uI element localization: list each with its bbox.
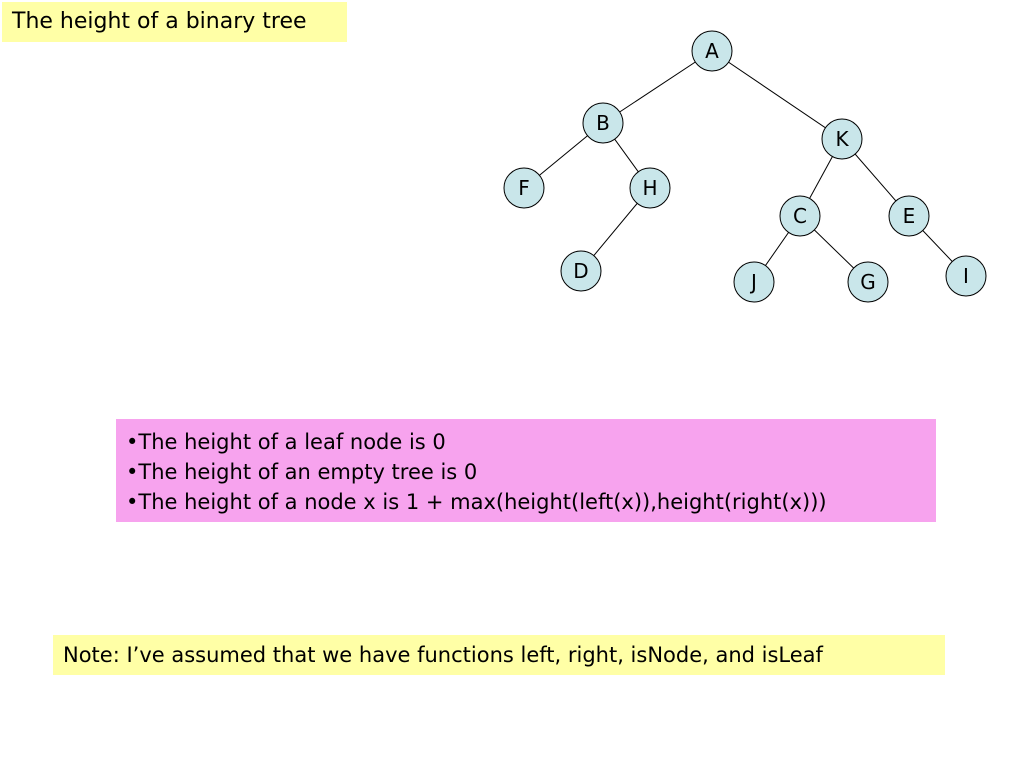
tree-node-g: G bbox=[847, 261, 889, 303]
rule-leaf-node: •The height of a leaf node is 0 bbox=[126, 430, 446, 454]
tree-node-b: B bbox=[582, 102, 624, 144]
tree-edges bbox=[523, 50, 967, 283]
node-circle bbox=[691, 30, 733, 72]
assumption-note: Note: I’ve assumed that we have function… bbox=[53, 635, 945, 675]
node-circle bbox=[629, 167, 671, 209]
node-circle bbox=[560, 250, 602, 292]
node-circle bbox=[847, 261, 889, 303]
edge-a-k bbox=[711, 50, 843, 140]
node-label: E bbox=[903, 204, 916, 228]
node-label: D bbox=[573, 259, 588, 283]
node-label: H bbox=[642, 176, 657, 200]
edge-a-b bbox=[602, 50, 713, 124]
node-label: A bbox=[705, 39, 719, 63]
tree-node-d: D bbox=[560, 250, 602, 292]
node-circle bbox=[888, 195, 930, 237]
node-circle bbox=[503, 167, 545, 209]
tree-node-k: K bbox=[821, 118, 863, 160]
tree-node-h: H bbox=[629, 167, 671, 209]
slide-title: The height of a binary tree bbox=[2, 2, 347, 42]
node-circle bbox=[945, 255, 987, 297]
rule-empty-tree: •The height of an empty tree is 0 bbox=[126, 460, 478, 484]
height-rules-box: •The height of a leaf node is 0 •The hei… bbox=[116, 419, 936, 522]
tree-node-a: A bbox=[691, 30, 733, 72]
node-circle bbox=[821, 118, 863, 160]
node-label: C bbox=[793, 204, 807, 228]
rule-node-height: •The height of a node x is 1 + max(heigh… bbox=[126, 490, 827, 514]
node-label: B bbox=[596, 111, 610, 135]
node-circle bbox=[779, 195, 821, 237]
tree-node-f: F bbox=[503, 167, 545, 209]
tree-node-c: C bbox=[779, 195, 821, 237]
tree-node-e: E bbox=[888, 195, 930, 237]
node-label: I bbox=[963, 264, 969, 288]
tree-node-j: J bbox=[733, 261, 775, 303]
tree-node-i: I bbox=[945, 255, 987, 297]
tree-nodes: A B K F H C E D J G I bbox=[503, 30, 987, 303]
node-label: J bbox=[749, 270, 757, 294]
node-label: F bbox=[518, 176, 530, 200]
node-circle bbox=[582, 102, 624, 144]
node-label: K bbox=[835, 127, 849, 151]
node-label: G bbox=[860, 270, 876, 294]
node-circle bbox=[733, 261, 775, 303]
